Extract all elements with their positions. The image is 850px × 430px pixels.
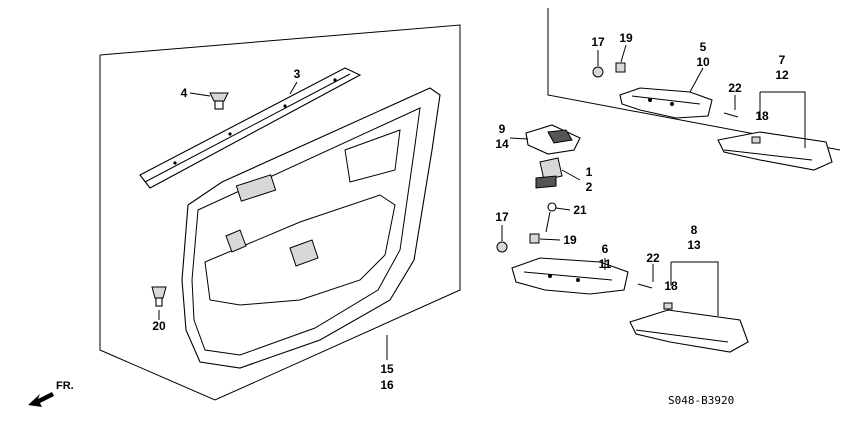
screw-part-17b: [496, 241, 508, 253]
nut-part-19b: [529, 233, 540, 244]
callout-19a: 19: [619, 31, 633, 45]
callout-19b: 19: [563, 233, 577, 247]
switch-bezel-part: [525, 124, 581, 155]
upper-bracket-part: [619, 87, 713, 119]
callout-12: 12: [775, 68, 789, 82]
switch-part: [535, 157, 563, 189]
wall-section: [547, 8, 841, 151]
callout-10: 10: [696, 55, 710, 69]
screw-part-17a: [592, 66, 604, 78]
callout-18b: 18: [664, 279, 678, 293]
callout-14: 14: [495, 137, 509, 151]
clip-part-18a: [751, 136, 761, 144]
callout-11: 11: [599, 257, 612, 271]
nut-part-19a: [615, 62, 626, 73]
fr-arrow-icon: [28, 392, 54, 407]
callout-22b: 22: [646, 251, 660, 265]
upper-armrest-part: [717, 131, 833, 171]
callout-18a: 18: [755, 109, 769, 123]
callout-17a: 17: [591, 35, 605, 49]
callout-labels: 3 4 20 15 16 9 14 1 2 21 6 11 17 19 5 10…: [152, 31, 789, 392]
callout-7: 7: [779, 53, 786, 67]
callout-13: 13: [687, 238, 701, 252]
callout-20: 20: [152, 319, 166, 333]
callout-9: 9: [499, 122, 506, 136]
leader-lines: [158, 44, 806, 360]
lower-armrest-part: [629, 309, 749, 353]
callout-21: 21: [573, 203, 587, 217]
callout-6: 6: [602, 242, 609, 256]
clip-part: [209, 92, 229, 110]
callout-4: 4: [181, 86, 188, 100]
door-panel-frame: [99, 24, 461, 401]
callout-3: 3: [294, 67, 301, 81]
clip-part-18b: [663, 302, 673, 310]
screw-part-22b: [637, 283, 653, 289]
screw-part-22a: [723, 112, 739, 118]
callout-16: 16: [380, 378, 394, 392]
door-panel-part: [181, 87, 441, 369]
callout-22a: 22: [728, 81, 742, 95]
callout-1: 1: [586, 165, 593, 179]
trim-strip-part: [139, 67, 362, 189]
screw-part-21: [545, 202, 557, 233]
callout-17b: 17: [495, 210, 509, 224]
diagram-code: S048-B3920: [668, 394, 734, 407]
fr-label: FR.: [56, 380, 74, 392]
callout-5: 5: [700, 40, 707, 54]
callout-2: 2: [586, 180, 593, 194]
callout-15: 15: [380, 362, 394, 376]
push-clip-part: [151, 286, 167, 307]
lower-bracket-part: [511, 257, 629, 295]
callout-8: 8: [691, 223, 698, 237]
